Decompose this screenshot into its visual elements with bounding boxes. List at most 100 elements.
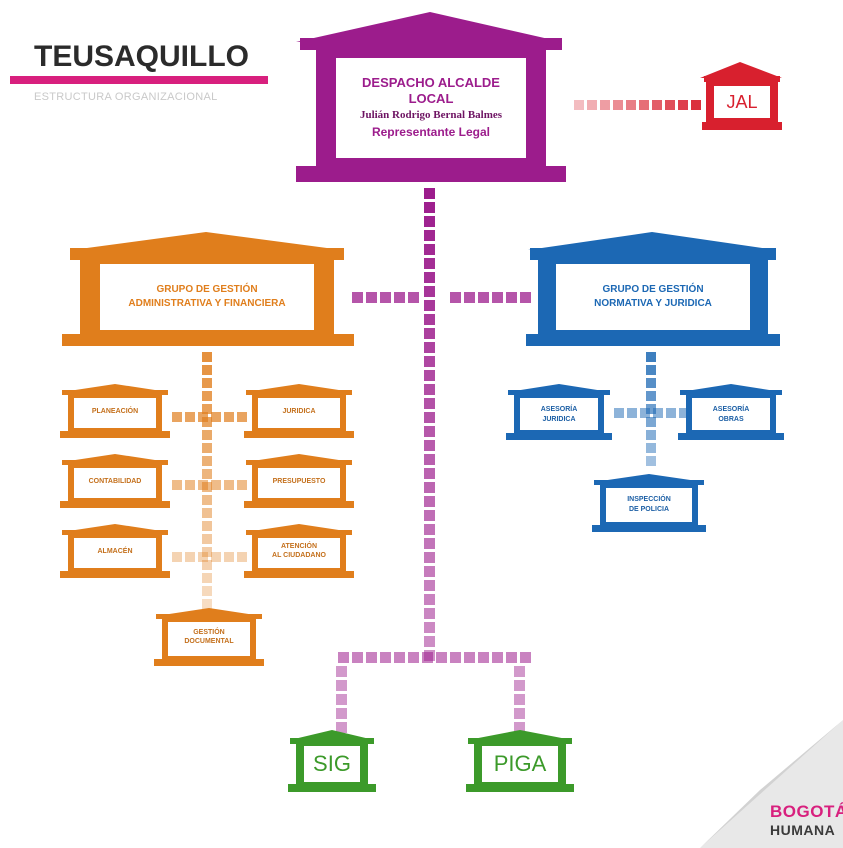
connector-dot	[211, 412, 221, 422]
admin-label: GRUPO DE GESTIÓN ADMINISTRATIVA Y FINANC…	[100, 266, 314, 328]
page-curl-decoration	[700, 720, 843, 848]
connector-dot	[652, 100, 662, 110]
connector-dot	[424, 314, 435, 325]
bogota-logo-line1: BOGOTÁ	[770, 802, 843, 821]
gestion-doc-label: GESTIÓN DOCUMENTAL	[166, 622, 252, 652]
gestion-doc-building	[154, 608, 264, 666]
connector-dot	[424, 328, 435, 339]
connector-dot	[380, 292, 391, 303]
despacho-building	[296, 12, 566, 182]
connector-dot	[424, 608, 435, 619]
connector-dot	[424, 244, 435, 255]
asesoria-juridica-line1: ASESORÍA	[540, 406, 578, 413]
connector-dot	[424, 580, 435, 591]
inspeccion-label: INSPECCIÓN DE POLICIA	[604, 488, 694, 522]
connector-dot	[202, 443, 212, 453]
connector-dot	[172, 480, 182, 490]
connector-dot	[336, 666, 347, 677]
almacen-label: ALMACÉN	[97, 547, 133, 555]
piga-building	[466, 730, 574, 792]
connector-dot	[202, 521, 212, 531]
jal-building	[700, 62, 782, 130]
connector-dot	[202, 430, 212, 440]
connector-dot	[646, 391, 656, 401]
jal-label: JAL	[726, 91, 758, 112]
connector-dot	[408, 292, 419, 303]
juridica-label: JURIDICA	[282, 407, 316, 415]
connector-dot	[514, 722, 525, 733]
connector-dot	[424, 636, 435, 647]
connector-dot	[646, 456, 656, 466]
connector-dot	[424, 216, 435, 227]
connector-dot	[424, 286, 435, 297]
connector-dot	[646, 352, 656, 362]
atencion-building	[244, 524, 354, 578]
connector-dot	[237, 552, 247, 562]
asesoria-juridica-building	[506, 384, 612, 440]
connector-dot	[224, 412, 234, 422]
connector-dot	[424, 398, 435, 409]
asesoria-juridica-line2: JURIDICA	[542, 416, 576, 423]
planeacion-building	[60, 384, 170, 438]
gestion-doc-line1: GESTIÓN	[193, 629, 225, 636]
asesoria-obras-label: ASESORÍA OBRAS	[690, 398, 772, 432]
connector-dot	[614, 408, 624, 418]
connector-dot	[478, 652, 489, 663]
connector-dot	[600, 100, 610, 110]
connector-dot	[514, 694, 525, 705]
connector-dot	[224, 552, 234, 562]
connector-dot	[424, 370, 435, 381]
connector-dot	[202, 573, 212, 583]
connector-dot	[646, 365, 656, 375]
connector-dot	[666, 408, 676, 418]
connector-dot	[185, 412, 195, 422]
atencion-line1: ATENCIÓN	[280, 543, 318, 550]
connector-dot	[185, 552, 195, 562]
connector-dot	[613, 100, 623, 110]
connector-dot	[646, 404, 656, 414]
connector-dot	[478, 292, 489, 303]
connector-dot	[424, 454, 435, 465]
normativa-line1: GRUPO DE GESTIÓN	[602, 284, 704, 295]
title-underline	[10, 76, 268, 84]
sig-label: SIG	[313, 751, 351, 776]
connector-dot	[336, 680, 347, 691]
connector-dot	[424, 230, 435, 241]
connector-dot	[352, 652, 363, 663]
main-connector	[424, 188, 435, 661]
connector-dot	[424, 272, 435, 283]
connector-dot	[520, 292, 531, 303]
admin-building	[62, 232, 354, 346]
connector-dot	[464, 292, 475, 303]
asesoria-juridica-label: ASESORÍA JURIDICA	[518, 398, 600, 432]
connector-dot	[424, 202, 435, 213]
connector-dot	[514, 666, 525, 677]
connector-dot	[202, 456, 212, 466]
connector-dot	[202, 365, 212, 375]
connector-dot	[436, 652, 447, 663]
connector-dot	[202, 404, 212, 414]
connector-dot	[514, 680, 525, 691]
connector-dot	[172, 552, 182, 562]
connector-dot	[202, 560, 212, 570]
connector-dot	[627, 408, 637, 418]
connector-dot	[653, 408, 663, 418]
connector-dot	[336, 708, 347, 719]
connector-dot	[211, 552, 221, 562]
presupuesto-building	[244, 454, 354, 508]
connector-dot	[202, 534, 212, 544]
despacho-label: DESPACHO ALCALDE LOCAL Julián Rodrigo Be…	[336, 60, 526, 156]
inspeccion-building	[592, 474, 706, 532]
contabilidad-label: CONTABILIDAD	[88, 477, 142, 485]
connector-dot	[424, 412, 435, 423]
connector-dot	[492, 292, 503, 303]
connector-dot	[424, 510, 435, 521]
groups-connector	[352, 292, 531, 303]
gestion-doc-line2: DOCUMENTAL	[184, 638, 234, 645]
contabilidad-building	[60, 454, 170, 508]
connector-dot	[691, 100, 701, 110]
normativa-connector	[614, 352, 689, 466]
connector-dot	[424, 384, 435, 395]
connector-dot	[202, 352, 212, 362]
connector-dot	[506, 652, 517, 663]
